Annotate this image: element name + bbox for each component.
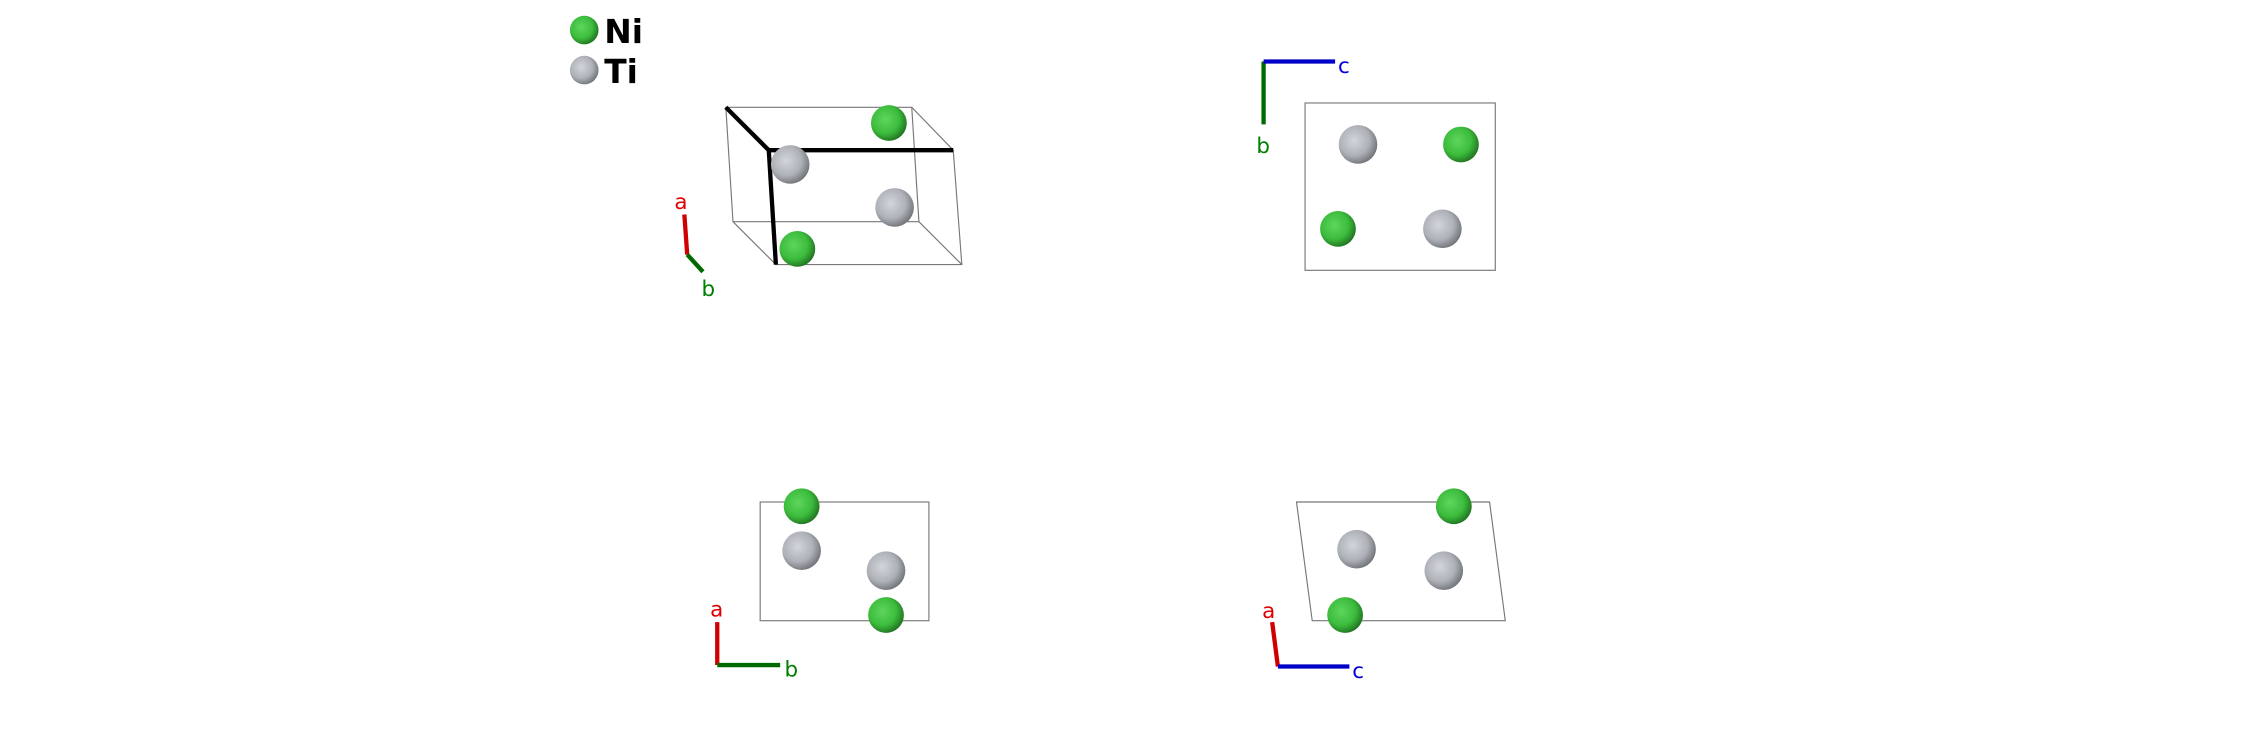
axis-label-c: c: [1338, 54, 1350, 79]
ni-atom: [1320, 210, 1356, 247]
axis-label-b: b: [1256, 134, 1270, 159]
ni-atom: [779, 230, 816, 267]
ti-legend-icon: [569, 55, 599, 85]
ni-atom: [1327, 597, 1363, 633]
unit-cell: [1295, 501, 1506, 622]
view-perspective: a b: [674, 105, 963, 302]
axis-indicator: c b: [1256, 54, 1349, 159]
ni-atom: [1443, 126, 1479, 163]
ti-atom: [1337, 529, 1376, 569]
ti-atom: [866, 551, 906, 590]
unit-cell: [724, 105, 963, 266]
ti-atom: [1423, 209, 1462, 249]
unit-cell: [759, 501, 930, 622]
ni-atom: [1435, 488, 1472, 525]
view-bc: c b: [1256, 54, 1496, 271]
axis-label-a: a: [1262, 599, 1275, 624]
axis-indicator: a b: [674, 190, 715, 302]
unit-cell: [1304, 102, 1496, 271]
ni-atom: [868, 597, 904, 633]
view-ac: a c: [1262, 488, 1506, 684]
view-ab: a b: [710, 488, 930, 682]
axis-label-c: c: [1352, 659, 1364, 684]
axis-indicator: a b: [710, 597, 798, 682]
axis-label-b: b: [784, 657, 798, 682]
axis-label-a: a: [710, 597, 723, 622]
axis-indicator: a c: [1262, 599, 1364, 684]
axis-label-b: b: [702, 277, 716, 302]
ni-atom: [870, 105, 907, 141]
legend-ni-label: Ni: [604, 12, 643, 51]
ti-atom: [782, 531, 821, 570]
ti-atom: [1338, 125, 1378, 164]
axis-label-a: a: [674, 190, 687, 215]
ti-atom: [1424, 551, 1464, 590]
legend: Ni Ti: [569, 12, 643, 91]
ti-atom: [770, 145, 810, 184]
ni-legend-icon: [569, 15, 599, 45]
ti-atom: [875, 188, 914, 227]
ni-atom: [783, 488, 820, 525]
legend-ti-label: Ti: [604, 52, 638, 91]
